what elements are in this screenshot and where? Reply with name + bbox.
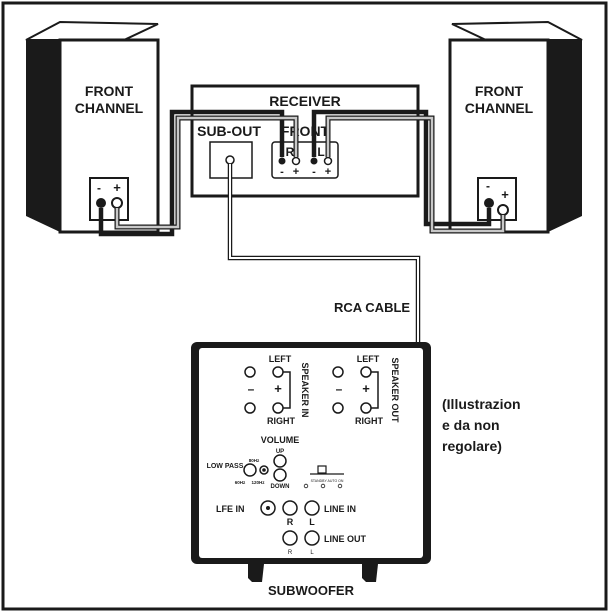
speaker-in-label: SPEAKER IN [300,362,310,417]
speaker-out-minus: – [336,382,343,396]
rca-cable-label: RCA CABLE [334,300,410,315]
left-speaker-minus-terminal [96,198,106,208]
subwoofer-panel [199,348,423,558]
power-switch-knob[interactable] [317,465,327,474]
speaker-in-top-right-terminal [272,366,284,378]
speaker-in-plus: + [274,381,282,396]
right-speaker-minus-terminal [484,198,494,208]
right-speaker-label-1: FRONT [475,83,524,99]
speaker-in-top-left-terminal [244,366,256,378]
low-pass-knob[interactable] [243,463,257,477]
line-in-r-jack [282,500,298,516]
speaker-out-bracket [371,371,379,409]
receiver-l-plus-label: + [325,166,331,178]
line-in-r-label: R [287,517,294,527]
receiver-l-minus-terminal [310,157,318,165]
low-pass-60hz-label: 60Hz [235,480,246,485]
subwoofer-title: SUBWOOFER [268,583,355,598]
sub-out-label: SUB-OUT [197,123,261,139]
receiver-front-terminal-panel [271,141,339,179]
speaker-out-top-right-terminal [360,366,372,378]
line-out-label: LINE OUT [324,534,367,544]
sub-out-jack [225,155,235,165]
volume-label: VOLUME [261,435,300,445]
subwoofer-foot-left [248,564,264,582]
volume-down-label: DOWN [271,484,290,490]
speaker-in-bracket [283,371,291,409]
receiver-l-plus-terminal [323,156,333,166]
note-line-3: regolare) [442,438,502,454]
line-out-r-jack [282,530,298,546]
line-in-l-jack [304,500,320,516]
receiver-l-minus-label: - [312,166,316,178]
receiver-r-minus-label: - [280,166,284,178]
line-in-l-label: L [309,517,315,527]
wire-right-plus [326,116,505,233]
left-speaker-side [26,22,60,232]
volume-down-button[interactable] [273,468,287,482]
receiver-title: RECEIVER [269,93,341,109]
wire-left-plus [115,116,298,229]
lfe-in-jack-center [266,506,270,510]
speaker-out-top-left-terminal [332,366,344,378]
right-speaker-side [548,22,582,232]
speaker-wires [98,109,506,237]
left-speaker: FRONT CHANNEL - + [25,20,160,234]
right-speaker-plus-label: + [501,187,509,202]
volume-up-label: UP [276,449,284,455]
right-speaker-minus-label: - [486,179,490,193]
speaker-out-plus: + [362,381,370,396]
left-speaker-minus-label: - [97,181,101,195]
low-pass-indicator-dot [262,468,266,472]
speaker-in-bottom-left-terminal [244,402,256,414]
power-switch-dot-standby [303,483,309,489]
subwoofer-foot-right [362,564,378,582]
receiver-l-label: L [317,145,324,159]
speaker-in-minus: – [248,382,255,396]
right-speaker: FRONT CHANNEL - + [448,20,583,234]
receiver-r-minus-terminal [278,157,286,165]
speaker-in-left-label: LEFT [269,354,292,364]
speaker-out-left-label: LEFT [357,354,380,364]
low-pass-120hz-label: 120Hz [251,480,265,485]
wire-right-minus [311,109,492,227]
low-pass-label: LOW PASS [207,463,244,470]
right-speaker-terminal-plate [477,177,517,221]
receiver-r-plus-terminal [291,156,301,166]
power-switch-dot-auto [320,483,326,489]
line-in-label: LINE IN [324,504,356,514]
line-out-r-label: R [288,550,293,556]
subwoofer: LEFT – + RIGHT SPEAKER IN LEFT – + RIGHT… [191,342,431,598]
low-pass-80hz-label: 80Hz [249,458,260,463]
receiver-r-label: R [286,145,295,159]
left-speaker-plus-terminal [111,197,123,209]
speaker-in-right-label: RIGHT [267,416,296,426]
left-speaker-label-1: FRONT [85,83,134,99]
line-out-l-jack [304,530,320,546]
speaker-out-label: SPEAKER OUT [390,357,400,423]
lfe-in-label: LFE IN [216,504,245,514]
left-speaker-plus-label: + [113,180,121,195]
receiver: RECEIVER SUB-OUT FRONT R L - + - + [190,84,420,198]
power-switch-labels: STANDBY AUTO ON [311,479,344,483]
receiver-r-plus-label: + [293,166,299,178]
speaker-out-right-label: RIGHT [355,416,384,426]
speaker-out-bottom-right-terminal [360,402,372,414]
speaker-in-bottom-right-terminal [272,402,284,414]
left-speaker-label-2: CHANNEL [75,100,144,116]
right-speaker-label-2: CHANNEL [465,100,534,116]
speaker-out-bottom-left-terminal [332,402,344,414]
receiver-front-label: FRONT [281,123,330,139]
volume-up-button[interactable] [273,454,287,468]
left-speaker-terminal-plate [89,177,129,221]
line-out-l-label: L [310,550,314,556]
right-speaker-plus-terminal [497,204,509,216]
note-line-1: (Illustrazion [442,396,521,412]
power-switch-dot-on [337,483,343,489]
note-line-2: e da non [442,417,500,433]
